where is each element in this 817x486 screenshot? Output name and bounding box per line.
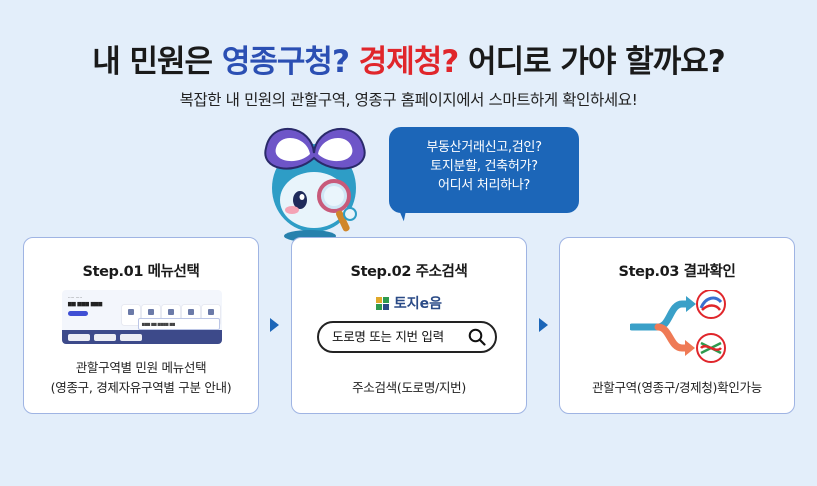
mini-chip: [120, 334, 142, 341]
page-title: 내 민원은 영종구청? 경제청? 어디로 가야 할까요?: [0, 36, 817, 81]
mascot-character-icon: [264, 128, 366, 242]
address-search-input[interactable]: 도로명 또는 지번 입력: [317, 321, 497, 353]
page-subtitle: 복잡한 내 민원의 관할구역, 영종구 홈페이지에서 스마트하게 확인하세요!: [179, 91, 638, 109]
step-1-desc-line-1: 관할구역별 민원 메뉴선택: [75, 360, 207, 375]
toji-eum-logo-text: 토지e음: [393, 296, 443, 312]
title-part-1: 내 민원은: [92, 44, 222, 80]
mini-tile: [122, 305, 140, 325]
mini-caption: ····· ·····: [68, 295, 82, 300]
step-2-title: Step.02 주소검색: [350, 264, 468, 280]
step-3-title: Step.03 결과확인: [618, 264, 736, 280]
toji-eum-logo-icon: [375, 297, 390, 311]
step-2-card: Step.02 주소검색 토지e음 도로명 또는 지번 입력 주소검색(도로명/…: [291, 237, 527, 414]
bubble-tail: [390, 198, 408, 222]
title-part-5: 어디로 가야 할까요?: [458, 44, 726, 80]
menu-screenshot-thumbnail: ····· ····· ▆▆ ▆▆▆ ▆▆▆ ▆▆▆ ▆▆ ▆▆▆▆ ▆▆: [62, 290, 222, 344]
step-1-desc-line-2: (영종구, 경제자유구역별 구분 안내): [50, 380, 232, 395]
bubble-line-2: 토지분할, 건축허가?: [430, 159, 538, 174]
toji-eum-logo: 토지e음: [292, 293, 526, 313]
mini-chip: [94, 334, 116, 341]
step-1-description: 관할구역별 민원 메뉴선택 (영종구, 경제자유구역별 구분 안내): [24, 358, 258, 398]
arrow-right-icon: [539, 318, 548, 332]
step-1-title: Step.01 메뉴선택: [82, 264, 200, 280]
step-2-description: 주소검색(도로명/지번): [292, 378, 526, 398]
bubble-line-1: 부동산거래신고,검인?: [426, 140, 542, 155]
mini-heading: ▆▆ ▆▆▆ ▆▆▆: [68, 301, 103, 307]
title-space: [349, 44, 359, 80]
bubble-line-3: 어디서 처리하나?: [437, 178, 531, 193]
step-3-card: Step.03 결과확인 관할구역(영종구/경제청)확인가능: [559, 237, 795, 414]
search-placeholder: 도로명 또는 지번 입력: [332, 329, 444, 344]
step-3-desc-line-1: 관할구역(영종구/경제청)확인가능: [592, 380, 762, 395]
title-ifez: 경제청?: [358, 44, 460, 80]
mini-pill: [68, 311, 88, 316]
question-speech-bubble: 부동산거래신고,검인? 토지분할, 건축허가? 어디서 처리하나?: [389, 127, 579, 213]
search-icon[interactable]: [468, 328, 486, 346]
step-3-description: 관할구역(영종구/경제청)확인가능: [560, 378, 794, 398]
title-yeongjong: 영종구청?: [221, 44, 350, 80]
step-1-card: Step.01 메뉴선택 ····· ····· ▆▆ ▆▆▆ ▆▆▆ ▆▆▆ …: [23, 237, 259, 414]
step-2-desc-line-1: 주소검색(도로명/지번): [352, 380, 466, 395]
mini-note: ▆▆▆ ▆▆ ▆▆▆▆ ▆▆: [138, 318, 220, 330]
jurisdiction-result-icon: [630, 290, 726, 363]
mini-chip: [68, 334, 90, 341]
arrow-right-icon: [270, 318, 279, 332]
